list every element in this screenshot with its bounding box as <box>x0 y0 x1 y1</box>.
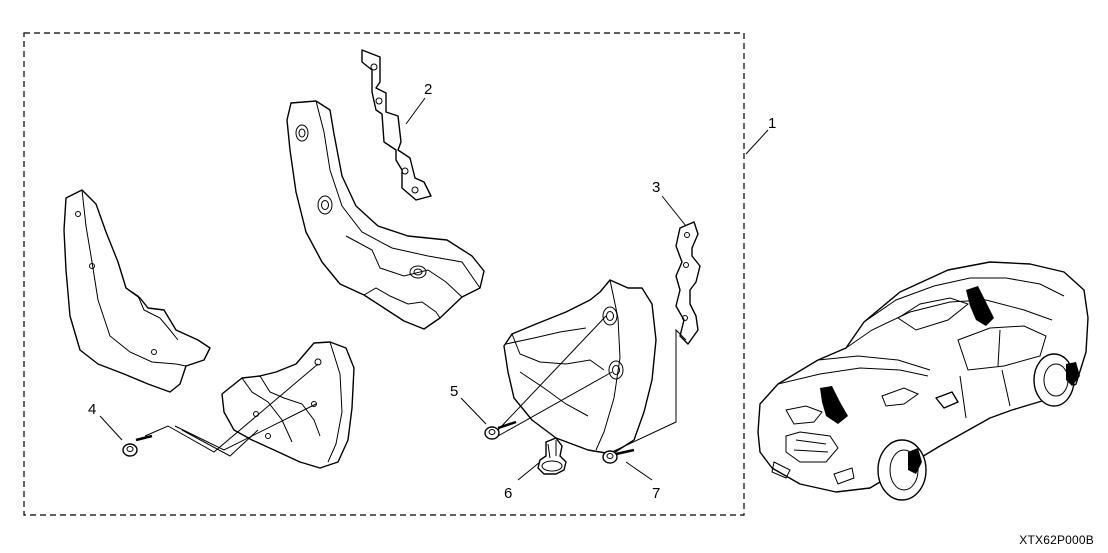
callout-5: 5 <box>450 383 458 400</box>
screw-part-7 <box>602 448 635 464</box>
callout-2: 2 <box>424 81 432 98</box>
assembly-guide-lines <box>144 315 687 457</box>
clip-part-6 <box>537 437 567 475</box>
callout-7: 7 <box>652 485 660 502</box>
diagram-reference-code: XTX62P000B <box>1019 533 1094 547</box>
callout-leaders <box>99 97 769 481</box>
callout-1: 1 <box>768 115 776 132</box>
rear-mud-guard-left <box>286 100 485 330</box>
callout-3: 3 <box>652 179 660 196</box>
callout-4: 4 <box>88 401 96 418</box>
rear-bracket-part-3 <box>675 221 701 345</box>
callout-6: 6 <box>504 485 512 502</box>
front-mud-guard-left <box>63 189 211 393</box>
rear-bracket-part-2 <box>361 49 432 201</box>
rear-mud-guard-right <box>503 279 657 455</box>
screw-part-4 <box>122 434 153 457</box>
screw-part-5 <box>484 420 517 440</box>
vehicle-location-illustration <box>757 261 1089 501</box>
front-mud-guard-right <box>221 341 355 469</box>
kit-boundary <box>23 32 745 516</box>
